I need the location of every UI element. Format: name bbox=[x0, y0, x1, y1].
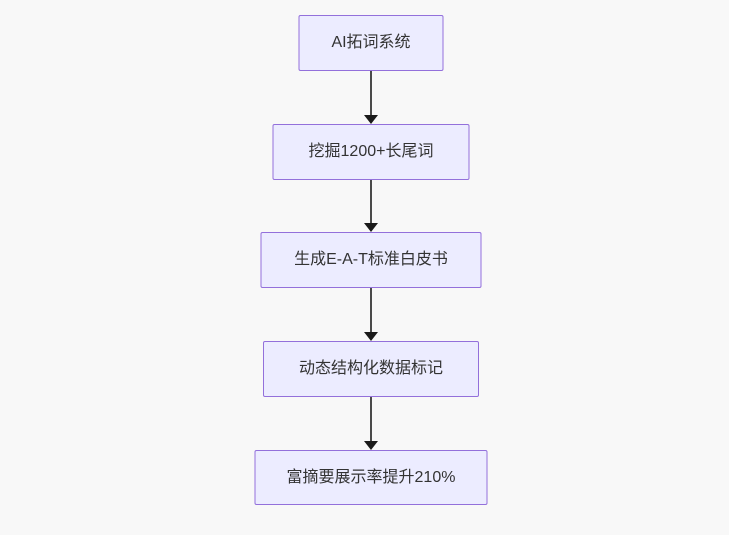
flow-node-generate-eat-whitepaper: 生成E-A-T标准白皮书 bbox=[260, 232, 482, 288]
flow-arrow-2 bbox=[364, 180, 378, 232]
arrow-line bbox=[370, 71, 372, 117]
arrow-line bbox=[370, 180, 372, 225]
flow-node-mine-longtail-keywords: 挖掘1200+长尾词 bbox=[272, 124, 470, 180]
arrow-line bbox=[370, 397, 372, 443]
arrowhead-down-icon bbox=[364, 223, 378, 232]
flow-node-ai-word-expansion-system: AI拓词系统 bbox=[298, 15, 444, 71]
flow-arrow-1 bbox=[364, 71, 378, 124]
flow-arrow-4 bbox=[364, 397, 378, 450]
flow-node-rich-snippet-rate-increase: 富摘要展示率提升210% bbox=[254, 450, 488, 505]
arrowhead-down-icon bbox=[364, 115, 378, 124]
flow-arrow-3 bbox=[364, 288, 378, 341]
arrowhead-down-icon bbox=[364, 441, 378, 450]
flow-node-dynamic-structured-data-markup: 动态结构化数据标记 bbox=[263, 341, 479, 397]
arrowhead-down-icon bbox=[364, 332, 378, 341]
arrow-line bbox=[370, 288, 372, 334]
